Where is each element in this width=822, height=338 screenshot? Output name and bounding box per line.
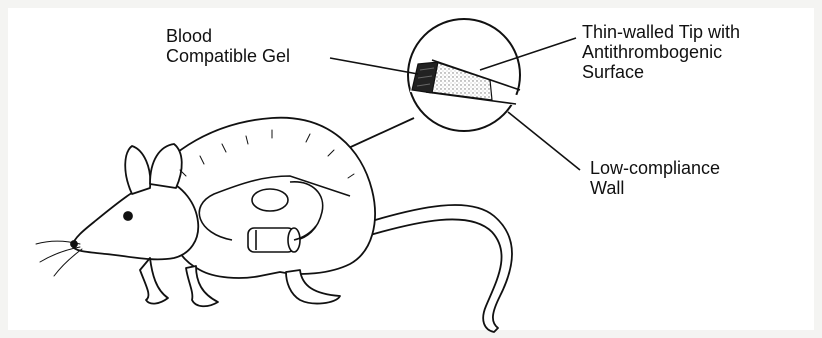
rat-drawing bbox=[36, 118, 512, 332]
magnified-inset bbox=[408, 19, 520, 131]
label-tip-line-2: Antithrombogenic bbox=[582, 42, 740, 62]
label-wall-line-2: Wall bbox=[590, 178, 720, 198]
rat-ear-back bbox=[125, 146, 150, 194]
rat-eye bbox=[124, 212, 132, 220]
label-gel-line-2: Compatible Gel bbox=[166, 46, 290, 66]
pressure-sensor-capsule bbox=[248, 228, 300, 252]
rat-tail bbox=[360, 205, 512, 332]
rat-front-leg bbox=[140, 258, 168, 304]
label-low-compliance-wall: Low-compliance Wall bbox=[590, 158, 720, 198]
gel-leader-line bbox=[330, 58, 418, 74]
label-tip-line-1: Thin-walled Tip with bbox=[582, 22, 740, 42]
wall-leader-line bbox=[508, 112, 580, 170]
transmitter-body bbox=[252, 189, 288, 211]
rat-ear-front bbox=[150, 144, 182, 188]
rat-hind-leg bbox=[286, 270, 340, 303]
label-thin-walled-tip: Thin-walled Tip with Antithrombogenic Su… bbox=[582, 22, 740, 82]
label-tip-line-3: Surface bbox=[582, 62, 740, 82]
label-wall-line-1: Low-compliance bbox=[590, 158, 720, 178]
label-blood-compatible-gel: Blood Compatible Gel bbox=[166, 26, 290, 66]
label-gel-line-1: Blood bbox=[166, 26, 290, 46]
